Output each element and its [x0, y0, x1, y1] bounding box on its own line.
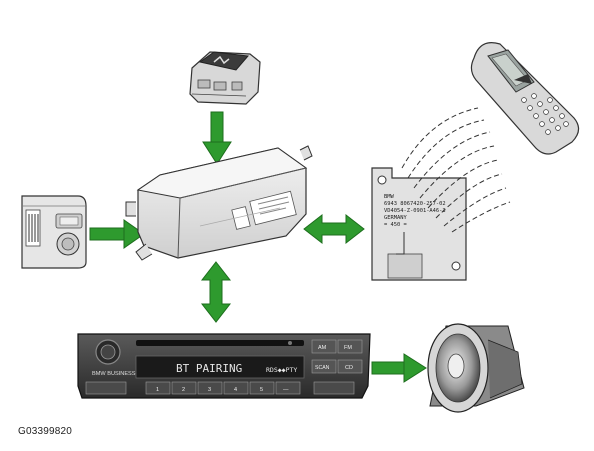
arrow-module-antenna: [303, 213, 365, 245]
antenna-label-line-3: VD4054-Z-0901-A46-3: [384, 208, 446, 214]
cd-button-label: CD: [345, 365, 353, 371]
wireless-signal-icon: [401, 107, 511, 233]
antenna-module-icon: BMW 6943 8067420-257-02 VD4054-Z-0901-A4…: [371, 167, 467, 281]
preset-button-3[interactable]: [197, 381, 223, 395]
speaker-icon: [427, 323, 525, 413]
arrow-switch-to-module: [202, 111, 232, 165]
antenna-label-line-1: BMW: [384, 194, 394, 200]
cd-button[interactable]: [337, 359, 363, 374]
antenna-label-line-5: = 450 =: [384, 222, 407, 228]
antenna-label-line-4: GERMANY: [384, 215, 407, 221]
arrow-module-radio: [200, 261, 232, 323]
am-button[interactable]: [311, 339, 337, 354]
mobile-phone-icon: [470, 42, 580, 155]
radio-brand-label: BMW BUSINESS CD: [92, 371, 145, 377]
preset-button-4[interactable]: [223, 381, 249, 395]
switch-icon: [189, 51, 261, 105]
radio-display-text: BT PAIRING: [176, 362, 242, 375]
radio-display-indicator: RDS◆◆PTY: [266, 366, 297, 374]
radio-icon: BMW BUSINESS CD BT PAIRING RDS◆◆PTY AM F…: [77, 333, 371, 399]
antenna-label-line-2: 6943 8067420-257-02: [384, 201, 446, 207]
preset-button-2[interactable]: [171, 381, 197, 395]
preset-button-5[interactable]: [249, 381, 275, 395]
am-button-label: AM: [318, 345, 327, 351]
arrow-microphone-to-module: [89, 219, 145, 249]
preset-button-1[interactable]: [145, 381, 171, 395]
preset-1-label: 1: [156, 387, 159, 393]
radio-right-button[interactable]: [313, 381, 355, 395]
figure-id: G03399820: [18, 426, 73, 437]
preset-5-label: 5: [260, 387, 263, 393]
preset-2-label: 2: [182, 387, 185, 393]
scan-button-label: SCAN: [315, 365, 330, 371]
microphone-icon: [21, 195, 87, 269]
preset-4-label: 4: [234, 387, 237, 393]
scan-button[interactable]: [311, 359, 337, 374]
radio-left-button[interactable]: [85, 381, 127, 395]
preset-3-label: 3: [208, 387, 211, 393]
preset-6-label: —: [283, 387, 289, 393]
fm-button-label: FM: [344, 345, 352, 351]
fm-button[interactable]: [337, 339, 363, 354]
arrow-radio-to-speaker: [371, 353, 427, 383]
control-module-icon: [125, 145, 313, 261]
preset-button-6[interactable]: [275, 381, 301, 395]
